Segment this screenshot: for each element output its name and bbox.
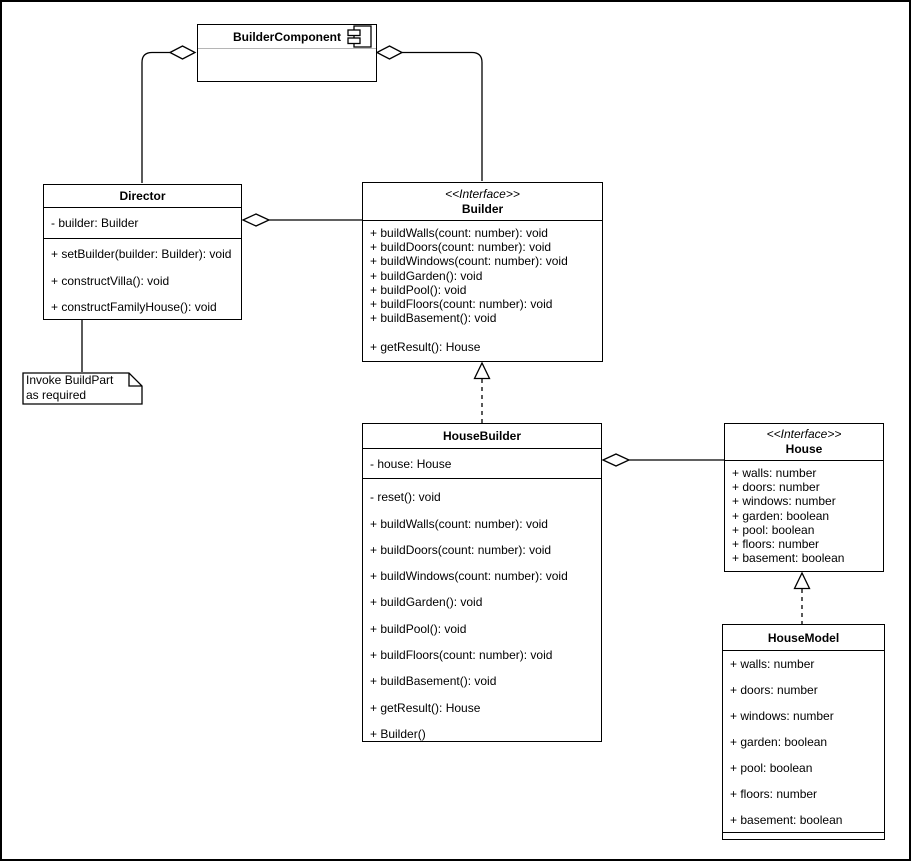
member-row: + pool: boolean [730,761,813,775]
member-row: + doors: number [732,480,820,495]
member-row: - builder: Builder [51,216,139,231]
member-row: + buildDoors(count: number): void [370,240,552,255]
member-row: + buildBasement(): void [370,674,497,689]
class-box-buildercomponent[interactable]: BuilderComponent [197,24,377,82]
member-row: + buildGarden(): void [370,595,483,610]
member-row: + basement: boolean [732,551,845,566]
member-row: + buildWalls(count: number): void [370,516,548,531]
aggregation-housebuilder-house [601,453,724,467]
member-row: + setBuilder(builder: Builder): void [51,247,232,262]
member-row: + pool: boolean [732,522,815,537]
member-row: + buildPool(): void [370,282,467,297]
member-row: + floors: number [730,787,818,801]
member-row: - reset(): void [370,490,441,505]
builder-stereotype: <<Interface>> [445,186,520,201]
component-body [198,49,376,81]
director-attributes: - builder: Builder [44,208,241,240]
member-row: + buildPool(): void [370,621,467,636]
member-row: - house: House [370,456,452,471]
housebuilder-attributes: - house: House [363,449,601,480]
house-stereotype: <<Interface>> [766,427,842,441]
member-row: + buildFloors(count: number): void [370,648,553,663]
class-title-housemodel: HouseModel [723,625,884,651]
member-row: + floors: number [732,537,820,552]
class-title-builder: Builder [461,201,504,216]
realization-housebuilder-builder [473,361,491,423]
housebuilder-methods: - reset(): void + buildWalls(count: numbe… [363,479,601,741]
housemodel-methods-empty [723,833,884,839]
member-row: + buildWalls(count: number): void [370,226,548,240]
note-shape [22,372,143,405]
director-methods: + setBuilder(builder: Builder): void + co… [44,239,241,319]
class-title-director: Director [44,185,241,208]
class-title-house: House [785,442,823,456]
class-box-builder[interactable]: <<Interface>> Builder + buildWalls(count… [362,182,603,362]
member-row: + garden: boolean [730,735,828,749]
member-row: + buildBasement(): void [370,311,497,326]
uml-component-icon [347,25,372,48]
aggregation-component-director [141,45,197,183]
member-row: + buildWindows(count: number): void [370,569,568,584]
member-row: + windows: number [730,709,834,723]
member-row: + constructVilla(): void [51,273,170,288]
class-box-housemodel[interactable]: HouseModel + walls: number + doors: numbe… [722,624,885,840]
member-row: + Builder() [370,726,426,741]
member-row: + buildFloors(count: number): void [370,297,553,312]
class-box-house[interactable]: <<Interface>> House + walls: number+ doo… [724,423,884,572]
member-row: + getResult(): House [370,700,481,715]
member-row: + basement: boolean [730,813,843,827]
house-attributes: + walls: number+ doors: number+ windows:… [725,461,883,571]
member-row: + buildGarden(): void [370,268,483,283]
member-row: + buildDoors(count: number): void [370,542,552,557]
member-row: + constructFamilyHouse(): void [51,300,217,315]
class-box-housebuilder[interactable]: HouseBuilder - house: House - reset(): v… [362,423,602,742]
member-row: + walls: number [732,466,817,480]
class-box-director[interactable]: Director - builder: Builder + setBuilder… [43,184,242,320]
aggregation-component-builder [375,45,483,181]
member-row: + walls: number [730,657,815,671]
realization-housemodel-house [793,571,811,624]
aggregation-director-builder [241,213,362,227]
member-row [370,325,602,339]
class-title-housebuilder: HouseBuilder [363,424,601,449]
member-row: + doors: number [730,683,818,697]
builder-methods: + buildWalls(count: number): void+ build… [363,221,602,361]
member-row: + windows: number [732,494,836,509]
component-name: BuilderComponent [233,29,341,44]
member-row: + garden: boolean [732,508,830,523]
housemodel-attributes: + walls: number + doors: number + windows:… [723,651,884,833]
member-row: + getResult(): House [370,339,481,354]
member-row: + buildWindows(count: number): void [370,254,568,269]
